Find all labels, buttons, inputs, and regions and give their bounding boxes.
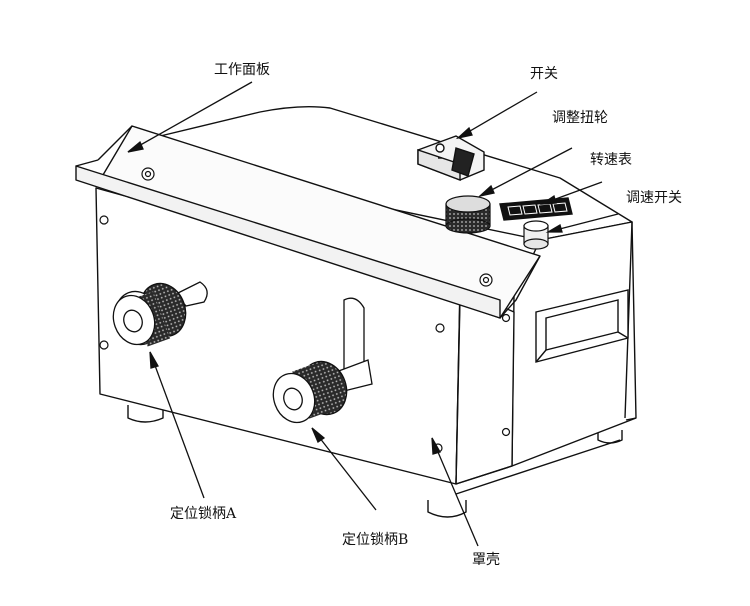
- handle-a: [112, 281, 208, 347]
- foot-front-left: [127, 405, 164, 423]
- leader-lines: [127, 81, 619, 547]
- handle-b: [272, 297, 373, 424]
- label-handle-a: 定位锁柄A: [170, 506, 237, 522]
- label-cover: 罩壳: [472, 552, 500, 568]
- speed-switch: [523, 220, 549, 250]
- power-switch: [417, 135, 485, 182]
- adjust-knob: [445, 195, 491, 234]
- label-handle-b: 定位锁柄B: [342, 532, 409, 548]
- label-knob: 调整扭轮: [552, 110, 608, 126]
- label-tachometer: 转速表: [590, 152, 632, 168]
- label-speed-switch: 调速开关: [626, 190, 682, 206]
- side-vent: [535, 289, 629, 363]
- label-panel: 工作面板: [214, 62, 270, 78]
- foot-front-right: [427, 500, 467, 518]
- label-switch: 开关: [530, 66, 558, 82]
